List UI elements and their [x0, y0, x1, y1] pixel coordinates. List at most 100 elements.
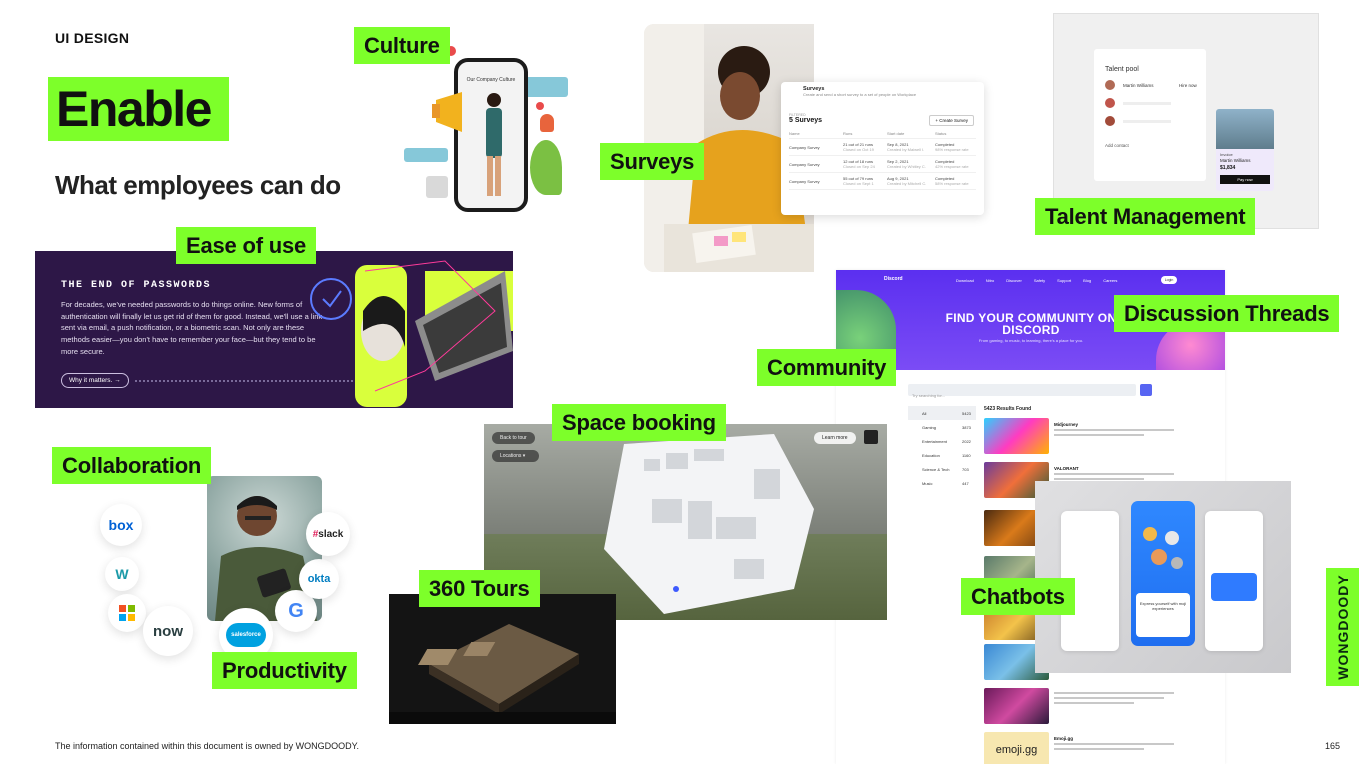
chevron-down-icon: ▾ [522, 453, 526, 459]
label-collaboration: Collaboration [52, 447, 212, 485]
wongdoody-wordmark: WONGDOODY [1334, 574, 1351, 680]
server-thumbnail [984, 418, 1049, 454]
discord-logo[interactable]: Discord [884, 276, 903, 282]
locations-dropdown[interactable]: Locations ▾ [492, 450, 540, 462]
list-item[interactable]: Midjourney [984, 418, 1218, 454]
search-icon[interactable] [1140, 384, 1152, 396]
learn-more-button[interactable]: Learn more [814, 432, 856, 444]
create-survey-button[interactable]: + Create Survey [929, 115, 974, 126]
phone-screen-title: Our Company Culture [466, 77, 516, 83]
emoji-icon [1171, 557, 1183, 569]
heart-icon [446, 46, 456, 56]
chat-bubble-icon [404, 148, 448, 162]
dotted-divider [135, 380, 365, 382]
add-contact-button[interactable]: Add contact [1105, 143, 1129, 148]
nav-nitro[interactable]: Nitro [985, 278, 995, 283]
pay-now-button[interactable]: Pay now [1220, 175, 1270, 184]
space-booking-view: Back to tour Locations ▾ Learn more [484, 424, 887, 620]
ease-heading: THE END OF PASSWORDS [61, 280, 212, 291]
location-pin-icon [673, 586, 679, 592]
emoji-icon [1143, 527, 1157, 541]
discord-nav: Download Nitro Discover Safety Support B… [956, 278, 1117, 283]
surveys-card-title: Surveys [803, 86, 825, 92]
chat-phone-center: Express yourself with moji experiences [1131, 501, 1195, 646]
label-productivity: Productivity [212, 652, 357, 690]
emoji-icon [1151, 549, 1167, 565]
megaphone-icon [432, 92, 468, 132]
chat-message-card [1211, 573, 1257, 601]
list-item[interactable] [984, 688, 1218, 724]
ease-body-text: For decades, we've needed passwords to d… [61, 300, 323, 356]
talent-pool-card: Talent pool Martin Williams Hire now Add… [1094, 49, 1206, 181]
surveys-card: Surveys Create and send a short survey t… [781, 82, 984, 215]
avatar [1105, 80, 1115, 90]
surveys-filter-label: FILTERED [789, 113, 806, 117]
nav-careers[interactable]: Careers [1103, 278, 1118, 283]
page-subtitle: What employees can do [55, 170, 341, 200]
server-thumbnail [984, 688, 1049, 724]
label-community: Community [757, 349, 897, 387]
surveys-card-subtitle: Create and send a short survey to a set … [803, 92, 917, 97]
why-it-matters-button[interactable]: Why it matters. → [61, 373, 129, 388]
person-with-megaphone-icon [486, 93, 502, 196]
avatar [1105, 116, 1115, 126]
page-number: 165 [1325, 741, 1341, 751]
talent-row[interactable]: Martin Williams Hire now [1105, 79, 1206, 91]
talent-pool-title: Talent pool [1105, 66, 1139, 73]
nav-safety[interactable]: Safety [1033, 278, 1046, 283]
3d-floorplan-illustration [389, 624, 616, 724]
login-button[interactable]: Login [1161, 276, 1177, 284]
back-to-tour-button[interactable]: Back to tour [492, 432, 535, 444]
surveys-count: 5 Surveys [789, 117, 823, 124]
label-culture: Culture [354, 27, 450, 65]
wrike-logo-icon: W [105, 557, 139, 591]
slack-logo-icon: #slack [306, 512, 350, 556]
leaf-icon [530, 140, 562, 195]
label-surveys: Surveys [600, 143, 705, 181]
label-discussion-threads: Discussion Threads [1114, 295, 1340, 333]
surveys-table-header: Name Runs Start date Status [789, 128, 976, 139]
wongdoody-side-tab: WONGDOODY [1326, 568, 1359, 686]
list-item[interactable]: VALORANT [984, 462, 1218, 498]
discord-hero-subtitle: From gaming, to music, to learning, ther… [978, 338, 1084, 343]
hire-now-button[interactable]: Hire now [1179, 82, 1197, 88]
google-logo-icon: G [275, 590, 317, 632]
tours-3d-view[interactable] [389, 594, 616, 724]
talent-row[interactable] [1105, 97, 1206, 109]
invoice-photo [1216, 109, 1274, 149]
discord-hero-title: FIND YOUR COMMUNITY ON DISCORD [945, 311, 1117, 337]
password-illustration [310, 260, 513, 407]
okta-logo-icon: okta [299, 559, 339, 599]
emoji-gg-logo: emoji.gg [984, 732, 1049, 764]
nav-discover[interactable]: Discover [1006, 278, 1022, 283]
emoji-icon [1165, 531, 1179, 545]
talent-row[interactable] [1105, 115, 1206, 127]
avatar [1105, 98, 1115, 108]
nav-blog[interactable]: Blog [1083, 278, 1092, 283]
discord-search-input[interactable]: Try searching for... [908, 384, 1136, 398]
label-ease-of-use: Ease of use [176, 227, 317, 265]
talent-management-panel: Talent pool Martin Williams Hire now Add… [1053, 13, 1319, 229]
label-360-tours: 360 Tours [419, 570, 540, 608]
label-space-booking: Space booking [552, 404, 726, 442]
nav-download[interactable]: Download [956, 278, 974, 283]
chat-phone-right [1205, 511, 1263, 651]
floor-map[interactable] [604, 429, 820, 614]
heart-icon [536, 102, 544, 110]
list-item[interactable]: emoji.gg Emoji.gg [984, 732, 1218, 764]
invoice-name: Martin Williams [1220, 158, 1251, 163]
nav-support[interactable]: Support [1057, 278, 1072, 283]
map-toggle-icon[interactable] [864, 430, 878, 444]
avatar-icon [426, 176, 448, 198]
person-icon [540, 114, 554, 132]
